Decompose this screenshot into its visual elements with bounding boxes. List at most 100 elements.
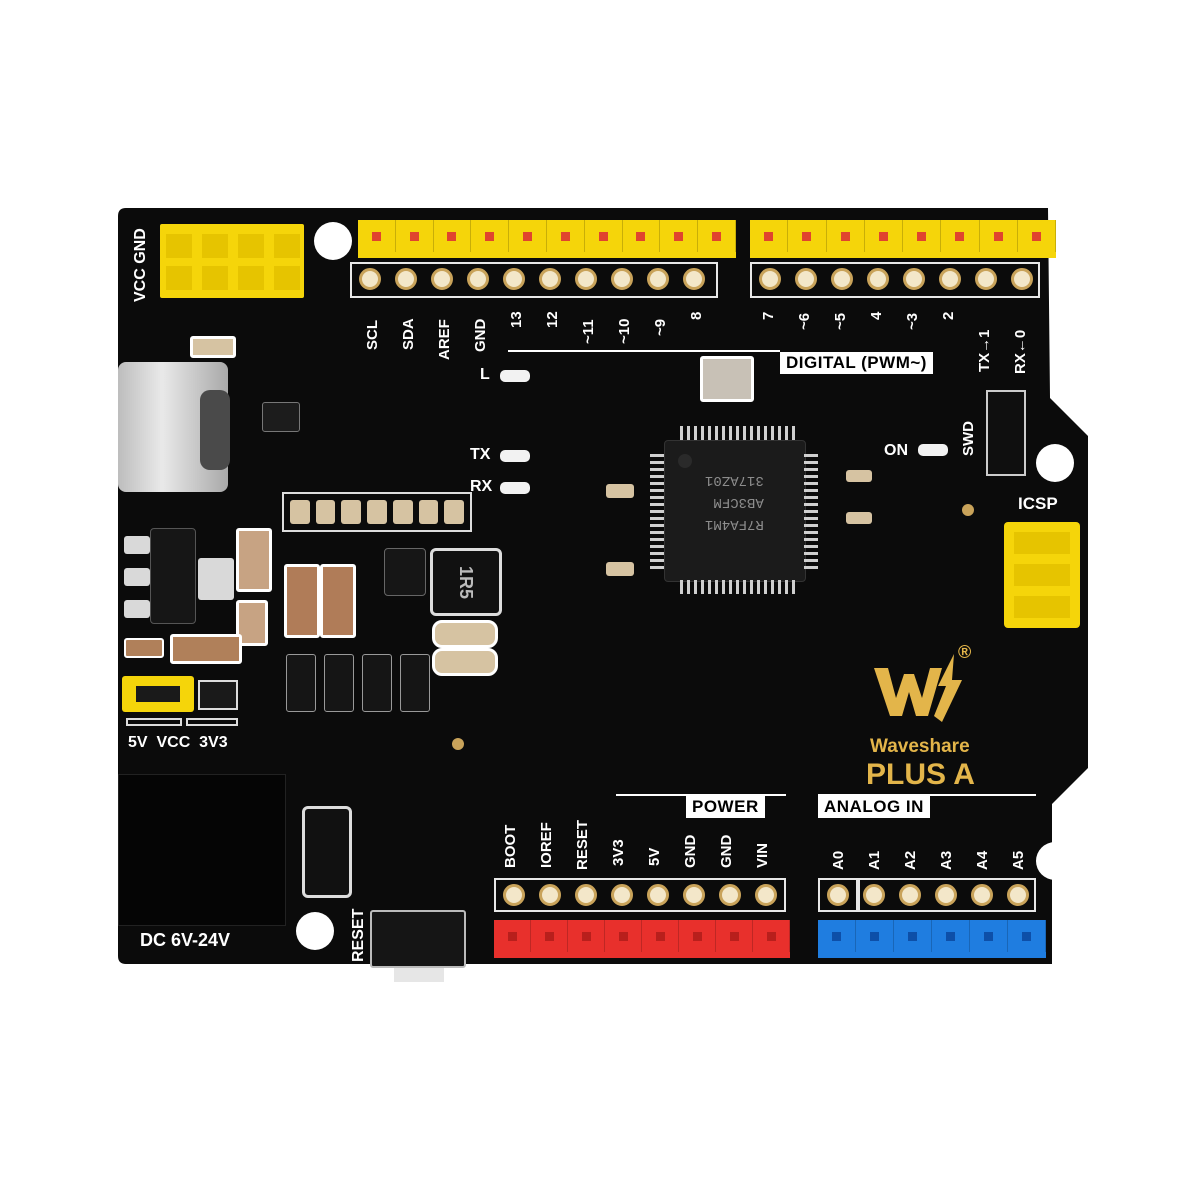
header-socket [1018, 220, 1056, 252]
power-header [494, 920, 790, 958]
regulator-tab [124, 568, 150, 586]
header-socket [716, 920, 753, 952]
capacitor [190, 336, 236, 358]
header-socket [827, 220, 865, 252]
mcu-chip: R7FA4M1 AB3CFM 317AZ01 [664, 440, 806, 582]
pad-outline [750, 262, 1040, 298]
header-socket [531, 920, 568, 952]
mounting-hole [1036, 444, 1074, 482]
pin-label: A2 [902, 850, 919, 870]
digital-pads-left [352, 268, 712, 290]
chip-marking-line: AB3CFM [713, 494, 764, 510]
digital-section-line [508, 350, 780, 352]
pin-label: A3 [938, 850, 955, 870]
header-socket [509, 220, 547, 252]
icsp-header [1004, 522, 1080, 628]
pin-label: 12 [544, 311, 561, 328]
test-pad [962, 504, 974, 516]
pin-pad [431, 268, 453, 290]
header-socket [856, 920, 894, 952]
pin-pad [1011, 268, 1033, 290]
header-socket [865, 220, 903, 252]
pin-label: 3V3 [610, 839, 627, 866]
digital-section-label: DIGITAL (PWM~) [780, 352, 933, 374]
capacitor [236, 600, 268, 646]
pin-label: A4 [974, 850, 991, 870]
pin-pad [539, 884, 561, 906]
jumper-cap [136, 686, 180, 702]
pin-pad [503, 884, 525, 906]
pin-label: GND [718, 834, 735, 868]
pin-label: ~5 [832, 312, 849, 330]
board [118, 208, 1088, 964]
vcc-gnd-label: VCC GND [132, 228, 149, 302]
passive-array [282, 492, 472, 532]
diode-row [286, 654, 430, 712]
capacitor [846, 512, 872, 524]
pin-label: 2 [940, 311, 957, 320]
pin-label: GND [682, 834, 699, 868]
chip-marking: R7FA4M1 AB3CFM 317AZ01 [705, 469, 764, 535]
pad-outline [494, 878, 786, 912]
diode [362, 654, 392, 712]
pin-pad [1007, 884, 1029, 906]
brand-name: Waveshare [870, 736, 970, 757]
pin-pad [647, 884, 669, 906]
pin-pad [867, 268, 889, 290]
header-socket [605, 920, 642, 952]
pin-pad [795, 268, 817, 290]
pin-pad [503, 268, 525, 290]
diode [324, 654, 354, 712]
resistor [418, 500, 439, 524]
pin-pad [683, 884, 705, 906]
resistor [315, 500, 336, 524]
mcu-pins-bottom [680, 580, 796, 594]
test-pad [452, 738, 464, 750]
inductor: 1R5 [430, 548, 502, 616]
analog-section-label: ANALOG IN [818, 796, 930, 818]
power-section-line [616, 794, 786, 796]
pin-label: RESET [574, 819, 591, 870]
resistor [444, 500, 465, 524]
pin-label: 4 [868, 311, 885, 320]
pin-label: ~9 [652, 318, 669, 336]
fuse [302, 806, 352, 898]
pad-outline [818, 878, 858, 912]
capacitor [236, 528, 272, 592]
dc-jack [118, 774, 286, 926]
led-on-label: ON [884, 442, 908, 459]
led-l-label: L [480, 366, 490, 383]
pin-label: 8 [688, 311, 705, 320]
header-socket [471, 220, 510, 252]
capacitor [606, 484, 634, 498]
crystal-oscillator [700, 356, 754, 402]
header-socket [547, 220, 585, 252]
capacitor [606, 562, 634, 576]
pin-label: TX→1 [976, 329, 993, 372]
pin-label: A0 [830, 850, 847, 870]
voltage-jumper[interactable] [122, 676, 194, 712]
mcu-pins-top [680, 426, 796, 440]
mounting-hole [296, 912, 334, 950]
header-socket [568, 920, 605, 952]
mcu-pins-right [804, 454, 818, 570]
resistor [124, 638, 164, 658]
pin-label: 13 [508, 311, 525, 328]
dc-input-label: DC 6V-24V [140, 930, 231, 950]
header-socket [788, 220, 827, 252]
pin-label: RX←0 [1012, 329, 1029, 374]
analog-section-line [818, 794, 1036, 796]
reset-button[interactable] [370, 910, 466, 982]
resistor [392, 500, 413, 524]
pin-pad [575, 268, 597, 290]
resistor [290, 500, 310, 524]
header-socket [698, 220, 736, 252]
pad-outline [858, 878, 1036, 912]
diode [286, 654, 316, 712]
jumper-underline [186, 718, 238, 726]
resistor [170, 634, 242, 664]
regulator-tab [124, 536, 150, 554]
led-tx-label: TX [470, 446, 491, 463]
analog-header [818, 920, 1046, 958]
icsp-label: ICSP [1018, 494, 1058, 513]
